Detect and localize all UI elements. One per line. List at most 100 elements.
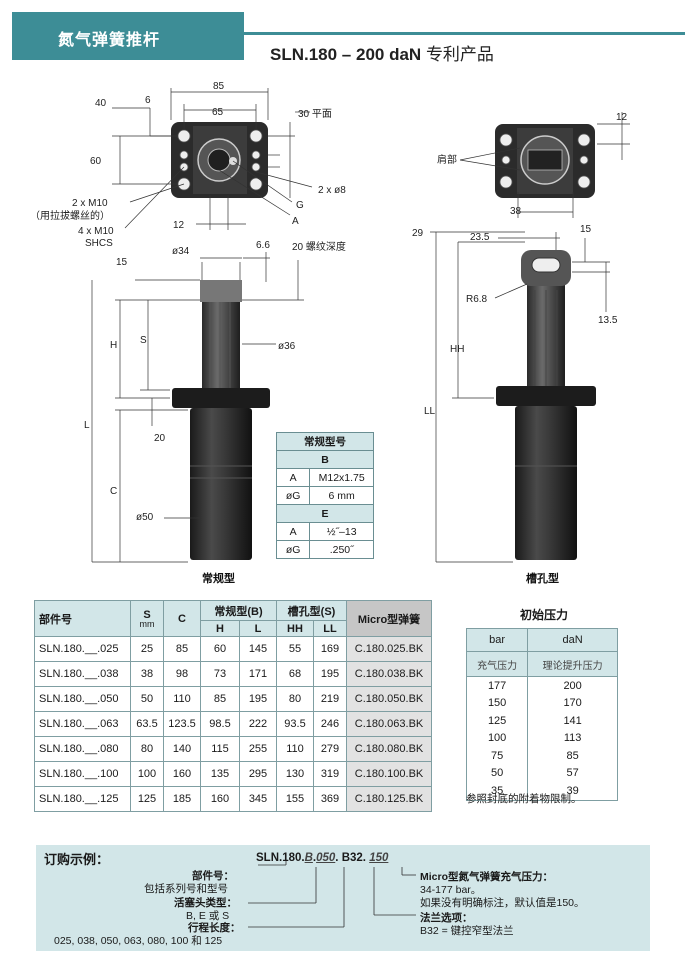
value-cell: 195 (239, 686, 277, 712)
page-title: SLN.180 – 200 daN 专利产品 (270, 40, 494, 65)
svg-text:30 平面: 30 平面 (298, 109, 332, 120)
svg-text:15: 15 (116, 257, 128, 268)
pressure-sub-2: 理论提升压力 (527, 651, 618, 677)
code-pressure: 150 (369, 852, 389, 864)
value-cell: 171 (239, 661, 277, 687)
col-regular: 常规型(B) (200, 600, 277, 621)
micro-cell: C.180.050.BK (346, 686, 432, 712)
dan-cell: 200 (527, 676, 618, 695)
col-ll: LL (313, 620, 347, 637)
svg-text:23.5: 23.5 (470, 232, 490, 243)
svg-text:ø36: ø36 (278, 341, 296, 352)
svg-text:R6.8: R6.8 (466, 294, 488, 305)
value-cell: 38 (130, 661, 164, 687)
bar-cell: 35 (465, 782, 529, 801)
value-cell: 295 (239, 761, 277, 787)
value-cell: 185 (163, 786, 201, 812)
value-cell: 369 (313, 786, 347, 812)
bar-cell: 150 (465, 694, 529, 712)
value-cell: 125 (130, 786, 164, 812)
svg-text:ø34: ø34 (172, 246, 190, 257)
value-cell: 169 (313, 636, 347, 662)
technical-drawing: 85 65 40 6 60 30 平面 12 G A 2 x ø8 2 x M1… (30, 81, 630, 585)
svg-text:60: 60 (90, 156, 102, 167)
value-cell: 55 (276, 636, 314, 662)
value-cell: 195 (313, 661, 347, 687)
caption-regular: 常规型 (202, 571, 235, 585)
pressure-sub-1: 充气压力 (465, 651, 529, 677)
part-number-cell: SLN.180.__.038 (34, 661, 131, 687)
dan-cell: 141 (527, 712, 618, 730)
part-number-cell: SLN.180.__.050 (34, 686, 131, 712)
part-number-cell: SLN.180.__.025 (34, 636, 131, 662)
spec-cell: 6 mm (309, 486, 374, 505)
svg-text:SHCS: SHCS (85, 238, 113, 249)
pressure-col-dan: daN (527, 628, 618, 652)
svg-text:ø50: ø50 (136, 512, 154, 523)
ordering-code: SLN.180.B.050. B32. 150 (256, 852, 388, 864)
value-cell: 135 (200, 761, 240, 787)
value-cell: 130 (276, 761, 314, 787)
value-cell: 73 (200, 661, 240, 687)
micro-desc: 如果没有明确标注，默认值是150。 (420, 897, 585, 909)
micro-range: 34-177 bar。 (420, 884, 482, 896)
title-cn: 专利产品 (425, 45, 494, 64)
spec-title: 常规型号 (276, 432, 374, 451)
value-cell: 80 (130, 736, 164, 762)
bar-cell: 100 (465, 729, 529, 747)
micro-cell: C.180.125.BK (346, 786, 432, 812)
value-cell: 98.5 (200, 711, 240, 737)
flange-label: 法兰选项： (420, 912, 473, 924)
micro-label: Micro型氮气弹簧充气压力： (420, 871, 554, 883)
svg-text:L: L (84, 420, 90, 431)
svg-text:LL: LL (424, 406, 436, 417)
part-number-cell: SLN.180.__.125 (34, 786, 131, 812)
value-cell: 279 (313, 736, 347, 762)
col-slot: 槽孔型(S) (276, 600, 347, 621)
bar-cell: 125 (465, 712, 529, 730)
spec-group-e: E (276, 504, 374, 523)
part-number-cell: SLN.180.__.063 (34, 711, 131, 737)
value-cell: 115 (200, 736, 240, 762)
value-cell: 85 (200, 686, 240, 712)
svg-text:29: 29 (412, 228, 424, 239)
header-rule (244, 32, 685, 35)
col-s-unit: mm (139, 618, 155, 629)
value-cell: 145 (239, 636, 277, 662)
micro-cell: C.180.100.BK (346, 761, 432, 787)
spec-group-b: B (276, 450, 374, 469)
value-cell: 222 (239, 711, 277, 737)
dan-cell: 170 (527, 694, 618, 712)
title-main: SLN.180 – 200 daN (270, 45, 422, 64)
value-cell: 25 (130, 636, 164, 662)
bar-cell: 75 (465, 747, 529, 765)
value-cell: 155 (276, 786, 314, 812)
col-s-label: S (143, 608, 151, 621)
col-part: 部件号 (34, 600, 131, 637)
dan-cell: 113 (527, 729, 618, 747)
svg-text:肩部: 肩部 (437, 153, 457, 166)
svg-text:85: 85 (213, 81, 225, 92)
svg-text:40: 40 (95, 98, 107, 109)
svg-text:G: G (296, 200, 304, 211)
svg-text:4 x M10: 4 x M10 (78, 226, 114, 237)
value-cell: 140 (163, 736, 201, 762)
header-tab-label: 氮气弹簧推杆 (58, 32, 161, 49)
value-cell: 255 (239, 736, 277, 762)
ordering-leaders (248, 859, 416, 928)
code-dot: . (312, 852, 317, 864)
value-cell: 110 (163, 686, 201, 712)
code-series: SLN.180. (256, 852, 305, 864)
svg-text:6: 6 (145, 95, 151, 106)
value-cell: 50 (130, 686, 164, 712)
